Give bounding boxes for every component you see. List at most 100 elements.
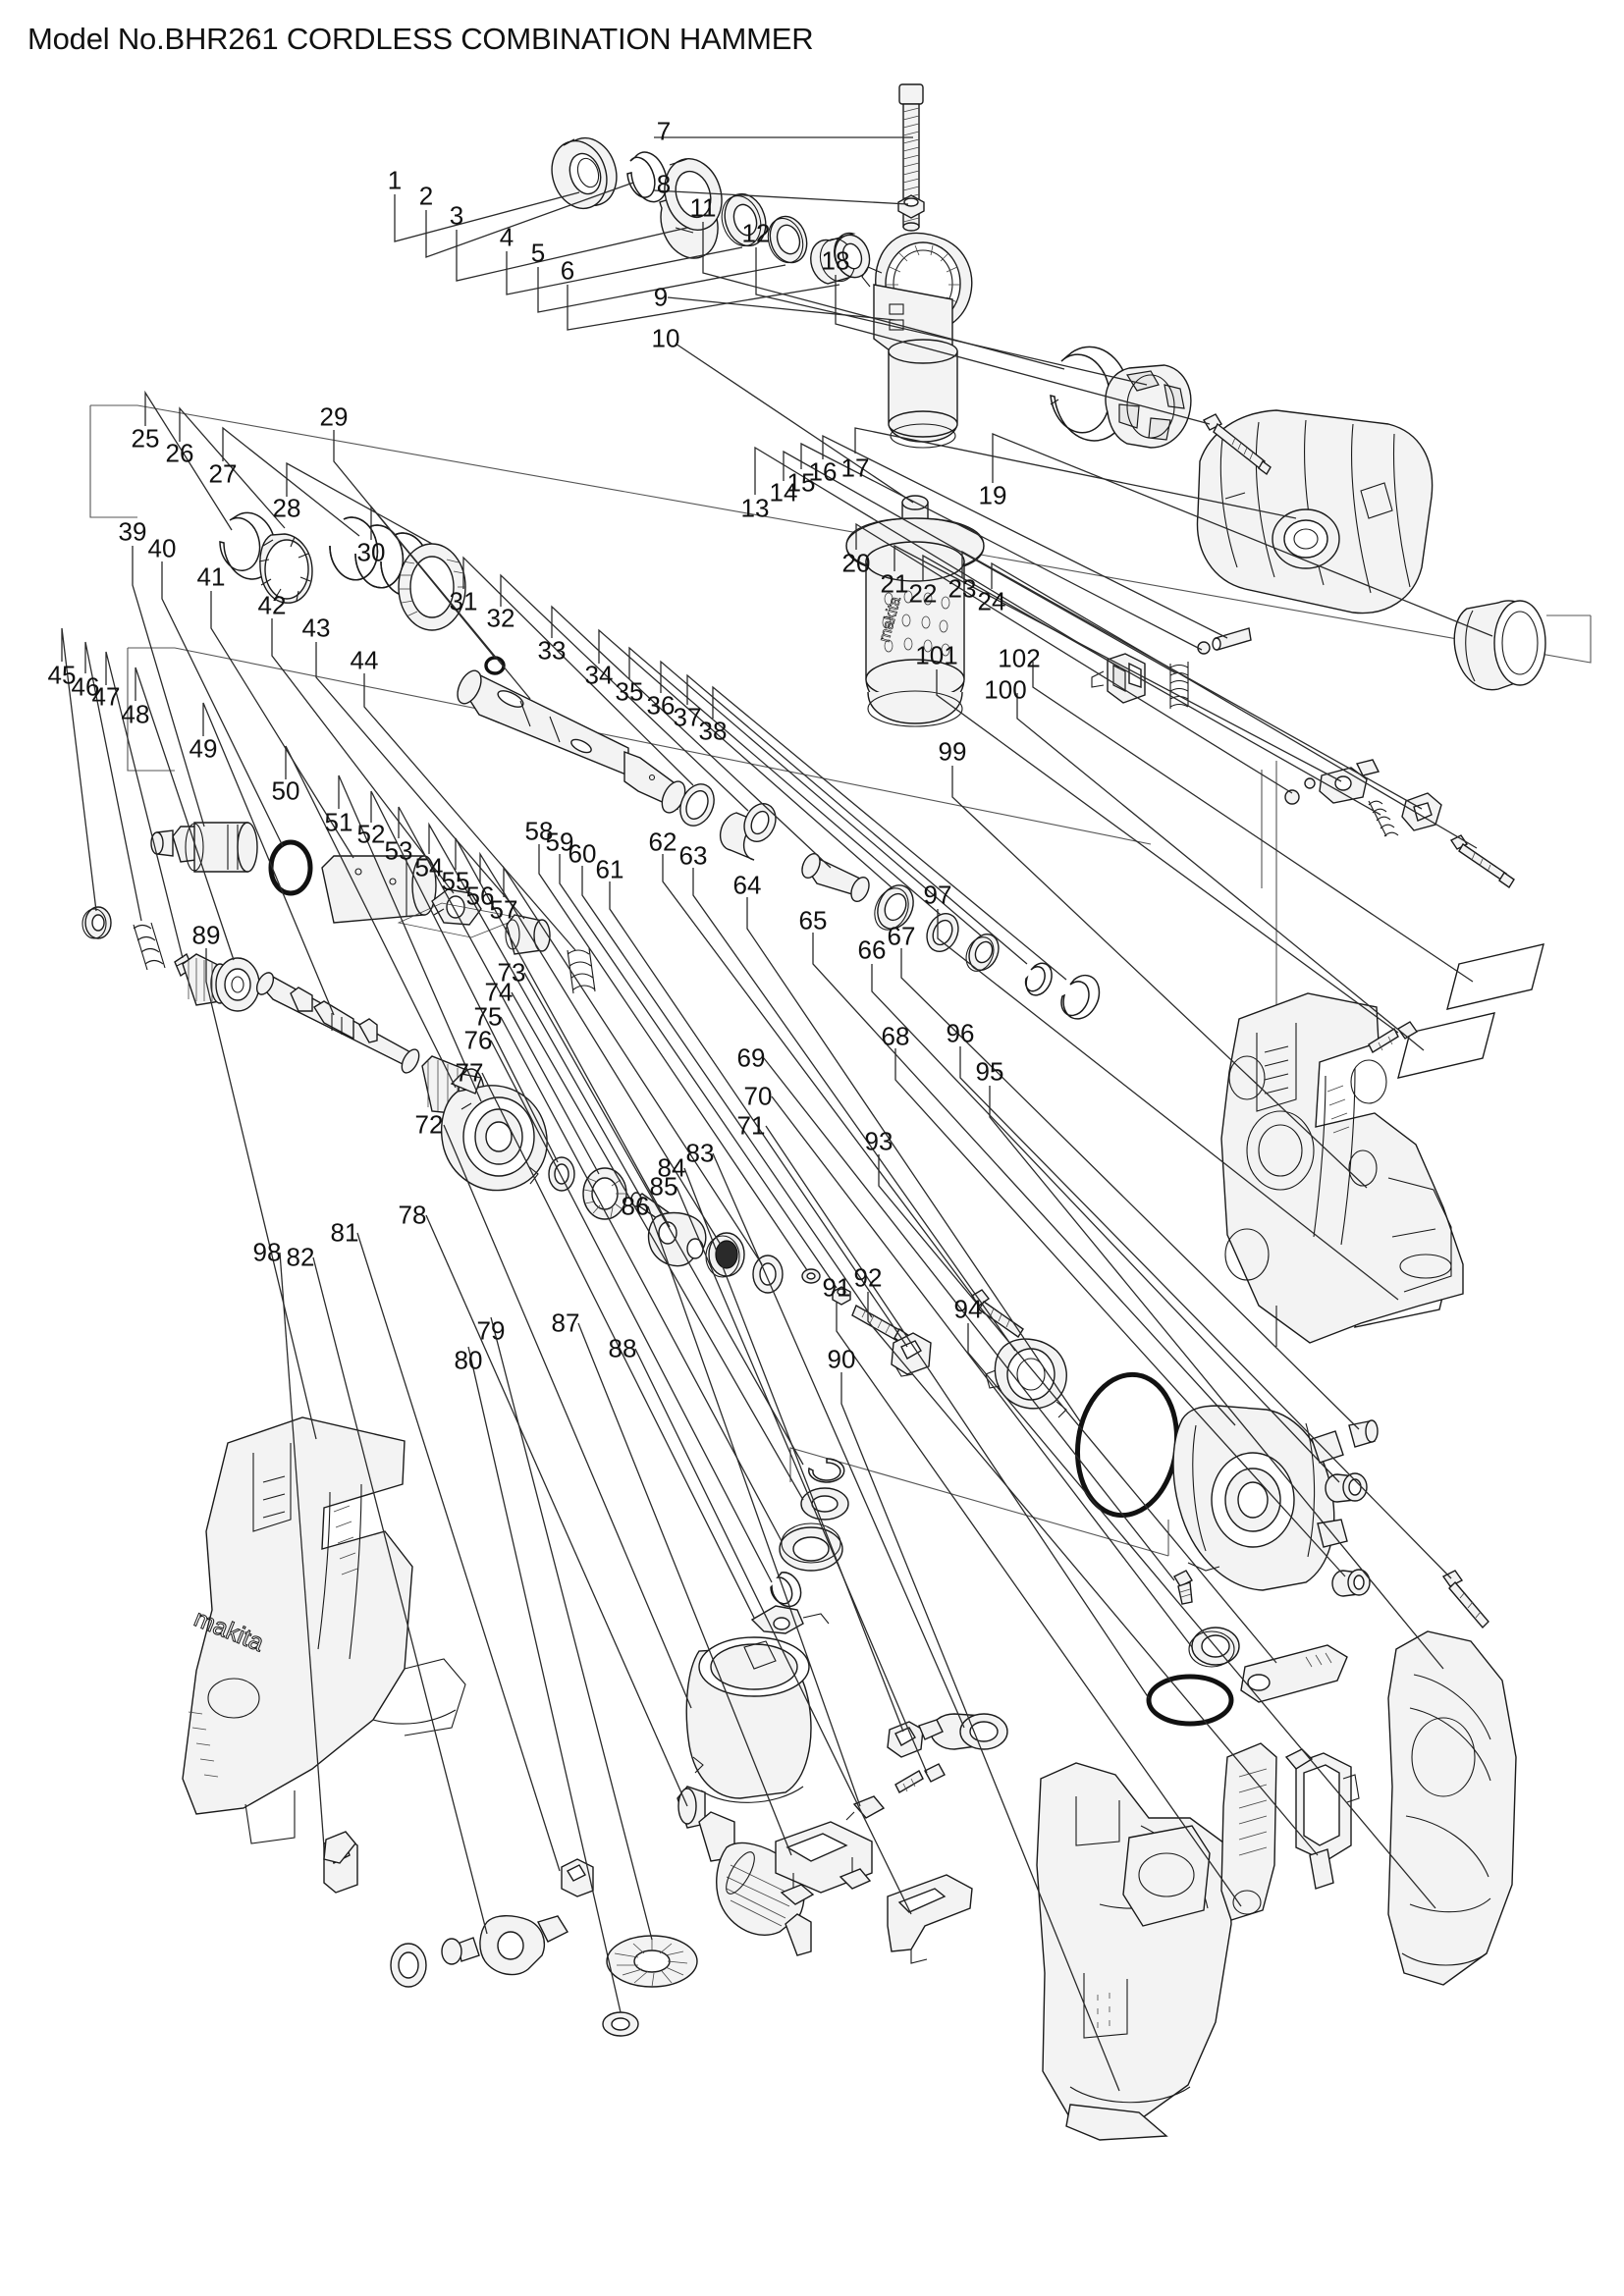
callout-reversing-lever: 93 [864, 1126, 893, 1156]
part-75-ball-bearing-3 [779, 1522, 843, 1572]
callout-o-ring-seal: 71 [736, 1110, 766, 1141]
part-91-trigger-lever [1220, 1742, 1277, 1921]
callout-snap-ring: 38 [698, 716, 728, 746]
part-102-rating-label [1446, 943, 1544, 1010]
part-87-motor-bracket [775, 1821, 873, 1905]
part-7-hex-socket-bolt [898, 83, 924, 232]
callout-bearing-sleeve: 83 [685, 1138, 715, 1168]
callout-ball-bearing-2: 56 [465, 881, 495, 911]
callout-stopper-plate: 23 [947, 573, 977, 604]
callout-terminal-block: 98 [252, 1237, 282, 1267]
part-40-o-ring-striker [268, 839, 313, 896]
part-25-retaining-ring-r [219, 511, 277, 580]
callout-terminal-clip: 84 [657, 1152, 686, 1183]
callout-steel-ball-small: 20 [841, 548, 871, 578]
callout-brush-holder-spring: 77 [455, 1057, 484, 1088]
part-67-cap-plug [1348, 1419, 1379, 1448]
part-36-bearing-race [965, 934, 1000, 972]
part-57-washer-2 [752, 1255, 784, 1294]
callout-washer-3: 74 [484, 977, 514, 1007]
callout-compression-spring-2: 46 [71, 671, 100, 702]
part-79-fan [606, 1935, 698, 1988]
part-84-terminal-clip [887, 1719, 944, 1758]
callout-side-grip: 10 [651, 323, 680, 353]
callout-motor-housing: 99 [938, 736, 967, 767]
callout-motor-can: 72 [414, 1109, 444, 1140]
callout-motor-bracket: 87 [551, 1308, 580, 1338]
callout-needle-bearing: 50 [271, 775, 300, 806]
callout-housing-set-left: 89 [191, 920, 221, 950]
callout-caution-label: 100 [984, 674, 1027, 705]
page-title: Model No.BHR261 CORDLESS COMBINATION HAM… [27, 22, 814, 56]
callout-flat-washer-2: 58 [524, 816, 554, 846]
part-77-brush-holder-spring [750, 1605, 830, 1634]
part-46-compression-spring-2 [133, 922, 166, 971]
part-76-snap-ring-2 [770, 1572, 802, 1608]
part-10-side-grip: makita [845, 495, 985, 727]
section-bracket-middle [127, 647, 1263, 888]
callout-o-ring-large: 64 [732, 870, 762, 900]
callout-tool-holder-cap: 1 [387, 165, 403, 195]
part-30-cylinder-assembly [457, 669, 686, 814]
part-86-field-terminal [845, 1795, 886, 1821]
part-63-bearing-retainer [985, 1338, 1067, 1418]
callout-gear-housing: 65 [798, 905, 828, 935]
callout-washer-thrust: 52 [356, 819, 386, 849]
part-26-lock-ring [258, 533, 313, 604]
part-31-o-ring [679, 783, 715, 827]
callout-bearing-race: 36 [646, 690, 676, 721]
part-95-handle-cover [1387, 1630, 1517, 1986]
callout-cylinder-assembly: 30 [356, 537, 386, 567]
section-bracket-lower [789, 1447, 1169, 1557]
callout-clutch-cam: 53 [384, 835, 413, 866]
callout-ball-bearing: 34 [584, 660, 614, 690]
callout-hex-nut: 8 [656, 169, 672, 199]
callout-compression-spring: 14 [769, 477, 798, 507]
part-23-stopper-plate [1401, 792, 1442, 831]
part-33-impact-bolt [801, 852, 870, 903]
part-89-housing-set-left: makita [182, 1416, 466, 1864]
callout-ball-bearing-3: 75 [473, 1001, 503, 1032]
callout-retaining-ring-s: 37 [673, 702, 702, 732]
callout-name-plate: 97 [923, 880, 952, 910]
callout-lock-lever: 21 [880, 568, 909, 599]
part-93-reversing-lever [1240, 1644, 1348, 1703]
callout-washer-ring: 4 [499, 222, 514, 252]
callout-hex-socket-bolt: 7 [656, 116, 672, 146]
callout-oil-seal: 5 [530, 238, 546, 268]
part-24-tapping-screw [1449, 834, 1515, 888]
callout-retaining-ring-r: 25 [131, 423, 160, 454]
callout-rating-label: 102 [998, 643, 1041, 673]
part-20-steel-ball-small [1284, 777, 1316, 805]
part-70-oil-seal-2 [1188, 1627, 1240, 1668]
callout-crank-shaft: 49 [189, 733, 218, 764]
callout-pan-head-screw-2: 62 [648, 827, 677, 857]
callout-guide-ring: 28 [272, 493, 301, 523]
callout-trigger-lever: 91 [822, 1272, 851, 1303]
part-72-motor-can [685, 1636, 812, 1803]
part-44-clutch-spring [567, 947, 596, 994]
callout-barrel-cover: 19 [978, 480, 1007, 510]
callout-connecting-rod: 55 [441, 866, 470, 896]
callout-handle-cover: 95 [975, 1056, 1004, 1087]
part-58-flat-washer-2 [801, 1268, 821, 1284]
part-15-steel-ball [1197, 641, 1211, 655]
part-99-motor-housing [1220, 992, 1464, 1347]
callout-rubber-boot: 6 [560, 255, 575, 286]
callout-tapping-screw-2: 85 [649, 1171, 678, 1201]
part-22-torsion-spring [1368, 800, 1399, 837]
callout-fan: 79 [476, 1315, 506, 1346]
callout-crank-housing: 17 [840, 453, 870, 483]
part-43-slide-sleeve [505, 914, 551, 955]
part-66-bushing [1325, 1472, 1368, 1503]
callout-carbon-brush: 81 [330, 1217, 359, 1248]
callout-hex-nut-2: 59 [545, 827, 574, 857]
part-1-tool-holder-cap [551, 136, 618, 210]
part-37-retaining-ring-s [1024, 962, 1053, 996]
part-38-snap-ring [1060, 974, 1101, 1020]
callout-ring-spacer: 32 [486, 603, 515, 633]
part-64-o-ring-large [1074, 1371, 1180, 1519]
callout-field-terminal: 86 [621, 1191, 650, 1221]
part-41-piston-cylinder [321, 855, 437, 924]
part-88-brush-plate [887, 1874, 973, 1964]
